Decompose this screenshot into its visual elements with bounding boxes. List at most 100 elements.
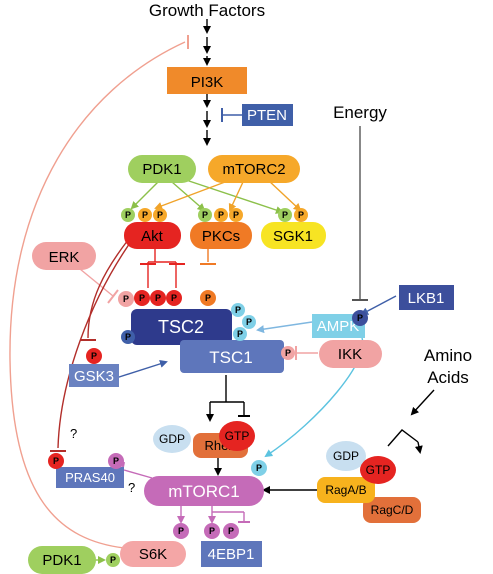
svg-text:P: P <box>233 210 239 220</box>
svg-text:P: P <box>256 463 262 473</box>
phospho-s6k-pdk1: P <box>106 553 120 567</box>
akt-to-pras40 <box>57 239 133 449</box>
svg-text:P: P <box>237 329 243 339</box>
svg-text:LKB1: LKB1 <box>408 290 445 307</box>
phospho-sgk1-2: P <box>294 208 308 222</box>
akt-node: Akt <box>124 222 181 249</box>
svg-text:S6K: S6K <box>139 546 167 563</box>
svg-text:P: P <box>53 456 59 466</box>
erk-inhibit <box>79 268 114 297</box>
gtp-rheb-node: GTP <box>219 421 255 451</box>
svg-text:P: P <box>110 555 116 565</box>
gsk3-node: GSK3 <box>69 364 119 387</box>
mtorc2-to-pkcs <box>228 181 244 212</box>
ragcd-node: RagC/D <box>363 497 421 523</box>
phospho-tsc2-ampk-2: P <box>242 315 256 329</box>
s6k-node: S6K <box>120 541 186 567</box>
pras40-node: PRAS40 <box>56 467 124 488</box>
mtorc2-node: mTORC2 <box>208 155 300 183</box>
svg-text:P: P <box>218 210 224 220</box>
phospho-tsc2-ampk-1: P <box>231 303 245 317</box>
svg-text:mTORC2: mTORC2 <box>222 161 285 178</box>
pdk1-bottom-node: PDK1 <box>28 546 96 574</box>
phospho-pkcs-2: P <box>214 208 228 222</box>
question-mark-1: ? <box>70 426 77 441</box>
erk-node: ERK <box>32 242 96 270</box>
ampk-node: AMPK <box>312 314 365 338</box>
pten-node: PTEN <box>242 104 293 126</box>
svg-text:P: P <box>155 293 161 303</box>
phospho-tsc2-erk: P <box>118 291 134 307</box>
phospho-pkcs-1: P <box>198 208 212 222</box>
svg-text:P: P <box>228 526 234 536</box>
mtorc2-to-sgk1 <box>267 179 302 212</box>
phospho-tsc2-akt-3: P <box>166 290 182 306</box>
svg-text:P: P <box>298 210 304 220</box>
pdk1-to-akt <box>130 181 159 210</box>
svg-text:GTP: GTP <box>366 463 391 477</box>
phospho-akt-1: P <box>121 208 135 222</box>
svg-text:P: P <box>157 210 163 220</box>
phospho-pras40-mtorc1: P <box>108 453 124 469</box>
svg-text:P: P <box>142 210 148 220</box>
svg-text:P: P <box>282 210 288 220</box>
svg-text:GSK3: GSK3 <box>74 368 114 385</box>
svg-text:TSC1: TSC1 <box>209 348 252 367</box>
svg-text:SGK1: SGK1 <box>273 228 313 245</box>
gdp-rag-node: GDP <box>326 441 366 471</box>
ampk-to-tsc2 <box>256 321 313 334</box>
phospho-tsc2-gsk3: P <box>121 330 135 344</box>
gsk3-to-tsc2 <box>115 360 168 379</box>
phospho-sgk1-1: P <box>278 208 292 222</box>
question-mark-2: ? <box>128 480 135 495</box>
akt-to-gsk3 <box>87 239 129 339</box>
svg-text:P: P <box>209 526 215 536</box>
phospho-pras40-akt: P <box>48 453 64 469</box>
svg-text:mTORC1: mTORC1 <box>168 482 239 501</box>
phospho-tsc2-akt-2: P <box>150 290 166 306</box>
ragab-node: RagA/B <box>317 477 375 503</box>
svg-text:P: P <box>125 210 131 220</box>
mtorc2-to-akt <box>154 181 226 210</box>
svg-text:GTP: GTP <box>225 429 250 443</box>
phospho-s6k-mtorc1: P <box>173 523 189 539</box>
tsc2-node: TSC2 <box>131 309 232 345</box>
4ebp1-node: 4EBP1 <box>201 541 262 567</box>
phospho-tsc1-ikk: P <box>281 346 295 360</box>
svg-text:PRAS40: PRAS40 <box>65 470 115 485</box>
svg-text:IKK: IKK <box>338 346 362 363</box>
phospho-4ebp1-1: P <box>204 523 220 539</box>
svg-text:P: P <box>235 305 241 315</box>
svg-text:P: P <box>202 210 208 220</box>
gtp-rag-node: GTP <box>360 456 396 484</box>
phospho-akt-2: P <box>138 208 152 222</box>
s6k-feedback <box>9 41 186 549</box>
energy-label: Energy <box>333 103 387 122</box>
tsc1-node: TSC1 <box>180 340 284 373</box>
lkb1-to-ampk <box>360 295 397 315</box>
svg-text:ERK: ERK <box>49 249 80 266</box>
svg-text:AMPK: AMPK <box>317 318 360 335</box>
svg-text:P: P <box>171 293 177 303</box>
growth-factors-label: Growth Factors <box>149 1 265 20</box>
pdk1-top-node: PDK1 <box>128 155 196 183</box>
svg-text:PDK1: PDK1 <box>42 552 81 569</box>
phospho-akt-3: P <box>153 208 167 222</box>
phospho-4ebp1-2: P <box>223 523 239 539</box>
svg-text:P: P <box>285 348 291 358</box>
amino-to-rag <box>410 389 435 416</box>
phospho-gsk3: P <box>86 348 102 364</box>
pdk1-to-sgk1 <box>185 179 284 214</box>
svg-text:TSC2: TSC2 <box>158 317 204 337</box>
lkb1-node: LKB1 <box>399 285 454 310</box>
svg-text:P: P <box>205 293 211 303</box>
svg-text:PI3K: PI3K <box>191 74 224 91</box>
ikk-node: IKK <box>319 340 382 368</box>
svg-text:P: P <box>178 526 184 536</box>
phospho-tsc2-akt-1: P <box>134 290 150 306</box>
svg-text:GDP: GDP <box>159 432 185 446</box>
phospho-tsc2-ampk-3: P <box>233 327 247 341</box>
svg-text:RagA/B: RagA/B <box>325 483 366 497</box>
svg-text:PKCs: PKCs <box>202 228 240 245</box>
